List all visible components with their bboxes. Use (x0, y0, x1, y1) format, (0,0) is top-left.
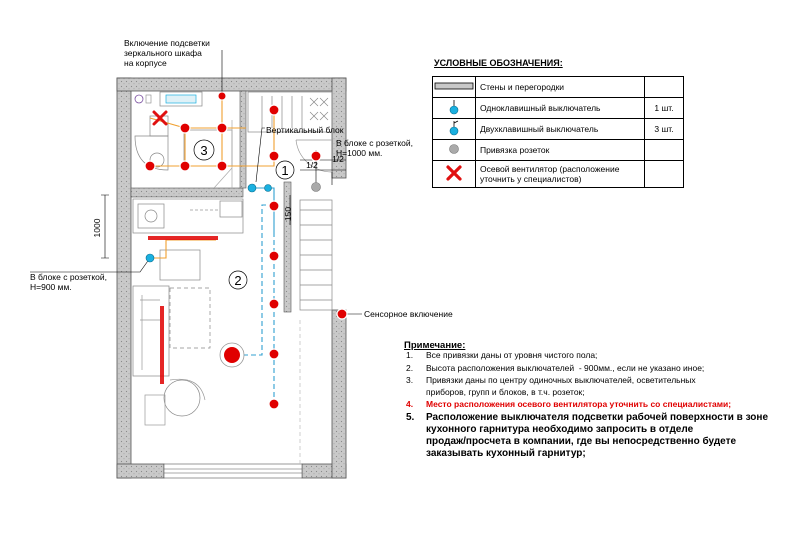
legend-title: УСЛОВНЫЕ ОБОЗНАЧЕНИЯ: (434, 58, 563, 68)
room-number-1: 1 (281, 163, 288, 178)
socket-block-right-label: В блоке с розеткой, Н=1000 мм. (336, 138, 413, 158)
legend-label: Двухклавишный выключатель (475, 118, 645, 140)
legend-table: Стены и перегородки Одноклавишный выключ… (432, 76, 684, 188)
legend-row: Привязка розеток (432, 139, 684, 161)
legend-symbol (432, 76, 476, 98)
legend-qty (644, 160, 684, 188)
ceiling-lamp (268, 298, 280, 310)
legend-row: Осевой вентилятор (расположение уточнить… (432, 160, 684, 188)
ceiling-lamp (216, 122, 228, 134)
legend-row: Одноклавишный выключатель 1 шт. (432, 97, 684, 119)
leader-lines (30, 50, 362, 315)
socket-dot-icon (449, 144, 459, 154)
mirror-light-label: Включение подсветки зеркального шкафа на… (124, 38, 210, 68)
note-item-warning: 4.Место расположения осевого вентилятора… (406, 399, 732, 409)
strip-light (148, 236, 218, 384)
ceiling-lamp (268, 398, 280, 410)
dimension-half-a: 1/2 (306, 160, 318, 170)
legend-row: Двухклавишный выключатель 3 шт. (432, 118, 684, 140)
double-switch-icon (264, 184, 272, 192)
kitchen-fixtures (132, 198, 301, 464)
note-item: 1.Все привязки даны от уровня чистого по… (406, 350, 598, 360)
note-item: 3.Привязки даны по центру одиночных выкл… (406, 375, 696, 397)
legend-qty (644, 139, 684, 161)
legend-label: Стены и перегородки (475, 76, 645, 98)
legend-row: Стены и перегородки (432, 76, 684, 98)
ceiling-lamp (179, 160, 191, 172)
ceiling-lamp (268, 150, 280, 162)
ceiling-lamp (144, 160, 156, 172)
ceiling-lamp (216, 160, 228, 172)
legend-symbol (432, 160, 476, 188)
room-markers (193, 139, 295, 290)
room-number-2: 2 (234, 273, 241, 288)
ceiling-lamp (268, 200, 280, 212)
fan-cross-icon (446, 165, 462, 181)
notes-title: Примечание: (404, 340, 466, 351)
legend-symbol (432, 118, 476, 140)
single-switch-icon (449, 100, 459, 115)
wall-icon (434, 82, 474, 90)
legend-label: Одноклавишный выключатель (475, 97, 645, 119)
bathroom-accessory-icon (134, 94, 152, 104)
sensor-label: Сенсорное включение (364, 309, 453, 319)
legend-qty (644, 76, 684, 98)
notes-list: 1.Все привязки даны от уровня чистого по… (402, 350, 802, 461)
dimension-150: 150 (283, 207, 293, 221)
legend-qty: 1 шт. (644, 97, 684, 119)
legend-label: Осевой вентилятор (расположение уточнить… (475, 160, 645, 188)
ceiling-lamp (217, 91, 227, 101)
single-switch-icon (145, 253, 155, 263)
ceiling-lamp (179, 122, 191, 134)
dimension-1000: 1000 (92, 218, 102, 237)
fan-cross-icon (152, 110, 168, 126)
dimension-half-b: 1/2 (332, 154, 344, 164)
ceiling-lamp (268, 250, 280, 262)
legend-qty: 3 шт. (644, 118, 684, 140)
walls (116, 77, 347, 479)
ceiling-lamp (268, 348, 280, 360)
kitchen-lamp-large (219, 342, 245, 368)
double-switch-icon (247, 183, 257, 193)
legend-label: Привязка розеток (475, 139, 645, 161)
legend-symbol (432, 139, 476, 161)
vertical-block-label: Вертикальный блок (266, 125, 344, 135)
plan-text: 3 1 2 1000 150 1/2 1/2 (92, 143, 344, 288)
bathroom-fixtures (134, 91, 233, 189)
lamps (134, 91, 348, 410)
double-switch-icon (449, 120, 459, 136)
note-item: 2.Высота расположения выключателей - 900… (406, 362, 705, 373)
socket-block-left-label: В блоке с розеткой, Н=900 мм. (30, 272, 107, 292)
note-item-emphasis: 5.Расположение выключателя подсветки раб… (406, 411, 769, 459)
ceiling-lamp (268, 104, 280, 116)
room-number-3: 3 (200, 143, 207, 158)
legend-symbol (432, 97, 476, 119)
socket-dot-icon (311, 182, 321, 192)
sensor-lamp (336, 308, 348, 320)
ceiling-lamp (310, 150, 322, 162)
